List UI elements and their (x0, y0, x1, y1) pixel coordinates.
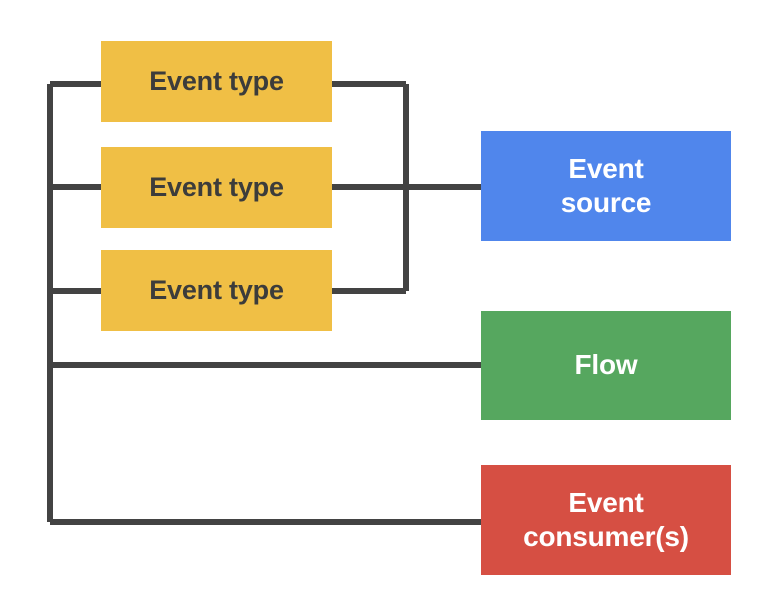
flow-box[interactable]: Flow (481, 311, 731, 420)
event-type-box-3[interactable]: Event type (101, 250, 332, 331)
event-type-box-2[interactable]: Event type (101, 147, 332, 228)
event-type-label-3: Event type (149, 275, 284, 306)
flow-label: Flow (574, 349, 638, 381)
event-type-label-1: Event type (149, 66, 284, 97)
event-type-box-1[interactable]: Event type (101, 41, 332, 122)
event-type-label-2: Event type (149, 172, 284, 203)
event-source-box[interactable]: Event source (481, 131, 731, 241)
event-consumer-label: Event consumer(s) (523, 486, 689, 552)
event-source-label: Event source (560, 152, 652, 218)
event-consumer-box[interactable]: Event consumer(s) (481, 465, 731, 575)
